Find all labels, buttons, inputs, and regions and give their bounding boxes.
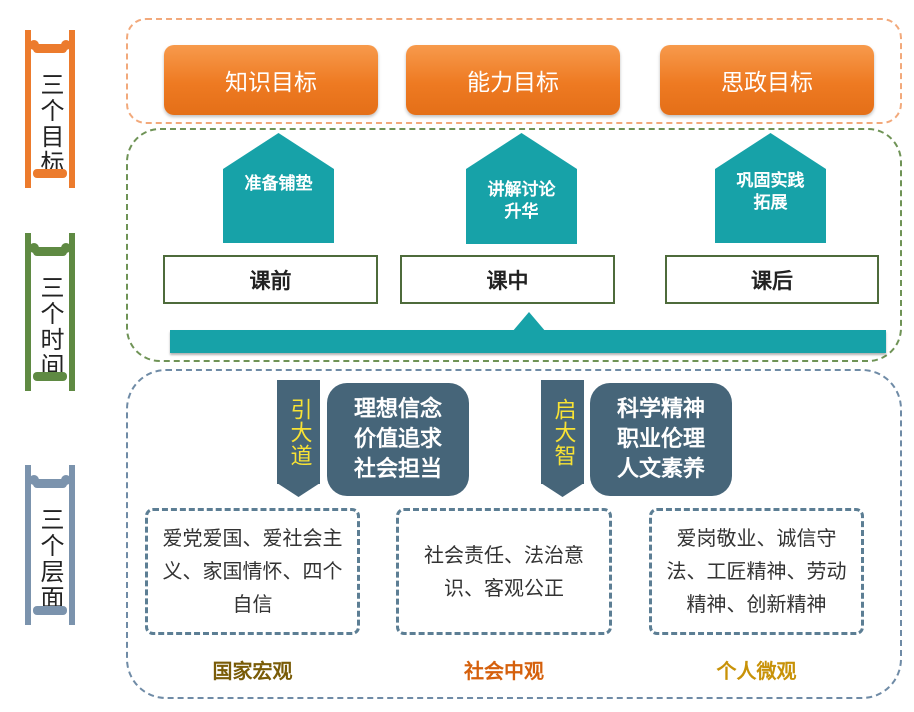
activity-text: 准备铺垫 — [244, 174, 313, 194]
scroll-rod-top — [33, 479, 67, 488]
guide-label-bg — [277, 380, 320, 484]
goal-ideology: 思政目标 — [660, 45, 874, 115]
scroll-label-levels: 三个层面 — [25, 465, 75, 625]
scroll-label-text: 三个目标 — [36, 72, 64, 176]
scroll-knob — [29, 243, 39, 253]
level-national: 爱党爱国、爱社会主义、家国情怀、四个自信 — [145, 508, 360, 635]
time-stage-before: 课前 — [163, 255, 378, 304]
panel-line: 理想信念 — [353, 396, 442, 422]
panel-line: 科学精神 — [616, 396, 705, 422]
scroll-rod-bottom — [33, 169, 67, 178]
scroll-rod-top — [33, 44, 67, 53]
guide-label-great-wisdom: 启大智 — [550, 397, 576, 467]
scroll-knob — [61, 475, 71, 485]
house-arrow-shape — [466, 133, 577, 244]
guide-panel-values: 理想信念 价值追求 社会担当 — [327, 383, 469, 496]
level-personal: 爱岗敬业、诚信守法、工匠精神、劳动精神、创新精神 — [649, 508, 864, 635]
time-stage-after: 课后 — [665, 255, 879, 304]
caption-national: 国家宏观 — [212, 659, 293, 683]
time-stage-during: 课中 — [400, 255, 615, 304]
goal-ability: 能力目标 — [406, 45, 620, 115]
goal-knowledge: 知识目标 — [164, 45, 378, 115]
panel-line: 人文素养 — [616, 456, 705, 482]
panel-line: 职业伦理 — [616, 426, 705, 452]
levels-section — [126, 369, 902, 699]
activity-in-class: 讲解讨论 升华 — [466, 133, 577, 244]
guide-label-tail — [277, 483, 320, 497]
activity-text: 巩固实践 拓展 — [736, 171, 805, 213]
scroll-rod-bottom — [33, 606, 67, 615]
level-social: 社会责任、法治意识、客观公正 — [396, 508, 612, 635]
timeline-base-bar — [170, 330, 886, 353]
scroll-rod-bottom — [33, 372, 67, 381]
activity-text: 讲解讨论 升华 — [487, 180, 556, 222]
activity-pre-class: 准备铺垫 — [223, 133, 334, 243]
house-arrow-shape — [223, 133, 334, 243]
activity-post-class: 巩固实践 拓展 — [715, 133, 826, 243]
guide-label-great-way: 引大道 — [286, 397, 312, 467]
panel-line: 社会担当 — [353, 456, 442, 482]
scroll-knob — [61, 40, 71, 50]
guide-label-bg — [541, 380, 584, 484]
guide-label-tail — [541, 483, 584, 497]
house-arrow-shape — [715, 133, 826, 243]
scroll-knob — [29, 40, 39, 50]
scroll-knob — [61, 243, 71, 253]
caption-personal: 个人微观 — [716, 659, 797, 683]
scroll-label-text: 三个时间 — [36, 275, 64, 379]
guide-panel-wisdom: 科学精神 职业伦理 人文素养 — [590, 383, 732, 496]
caption-social: 社会中观 — [464, 659, 544, 683]
panel-line: 价值追求 — [353, 426, 442, 452]
scroll-label-text: 三个层面 — [36, 507, 64, 611]
scroll-rod-top — [33, 247, 67, 256]
time-section — [126, 128, 902, 362]
timeline-pointer — [512, 312, 546, 332]
scroll-knob — [29, 475, 39, 485]
scroll-label-time: 三个时间 — [25, 233, 75, 391]
scroll-label-goals: 三个目标 — [25, 30, 75, 188]
goals-section — [126, 18, 902, 124]
